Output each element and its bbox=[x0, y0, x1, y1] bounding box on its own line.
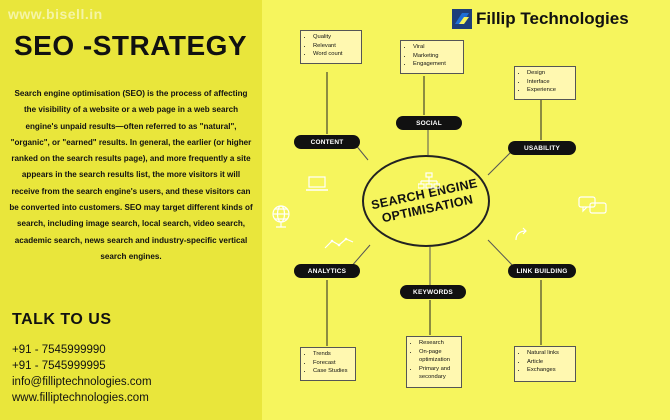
social-pill: SOCIAL bbox=[396, 116, 462, 130]
sitemap-icon bbox=[418, 172, 440, 189]
social-box: Viral Marketing Engagement bbox=[400, 40, 464, 74]
usability-item: Design bbox=[527, 69, 571, 78]
analytics-box: Trends Forecast Case Studies bbox=[300, 347, 356, 381]
usability-item: Experience bbox=[527, 86, 571, 95]
chat-icon bbox=[578, 196, 607, 214]
social-item: Viral bbox=[413, 43, 459, 52]
analytics-item: Case Studies bbox=[313, 367, 351, 376]
talk-heading: TALK TO US bbox=[12, 311, 112, 328]
analytics-pill: ANALYTICS bbox=[294, 264, 360, 278]
analytics-item: Forecast bbox=[313, 359, 351, 368]
keywords-item: On-page optimization bbox=[419, 348, 457, 365]
brand-logo-icon bbox=[452, 9, 472, 29]
content-item: Quality bbox=[313, 33, 357, 42]
globe-icon bbox=[272, 205, 290, 228]
brand-name: Fillip Technologies bbox=[476, 9, 629, 28]
keywords-item: Primary and secondary bbox=[419, 365, 457, 382]
keywords-item: Research bbox=[419, 339, 457, 348]
phone-2[interactable]: +91 - 7545999995 bbox=[12, 360, 106, 372]
content-item: Word count bbox=[313, 50, 357, 59]
email-link[interactable]: info@filliptechnologies.com bbox=[12, 376, 152, 388]
linkbuilding-pill: LINK BUILDING bbox=[508, 264, 576, 278]
linkbuilding-item: Article bbox=[527, 358, 571, 367]
website-link[interactable]: www.filliptechnologies.com bbox=[12, 392, 149, 404]
keywords-pill: KEYWORDS bbox=[400, 285, 466, 299]
share-icon bbox=[515, 227, 527, 241]
page-title: SEO -STRATEGY bbox=[14, 30, 248, 61]
seo-description: Search engine optimisation (SEO) is the … bbox=[9, 89, 253, 261]
linkbuilding-box: Natural links Article Exchanges bbox=[514, 346, 576, 382]
phone-1[interactable]: +91 - 7545999990 bbox=[12, 344, 106, 356]
content-box: Quality Relevant Word count bbox=[300, 30, 362, 64]
trend-icon bbox=[324, 237, 354, 249]
brand: Fillip Technologies bbox=[452, 8, 629, 30]
center-ellipse bbox=[362, 155, 490, 247]
watermark: www.bisell.in bbox=[8, 6, 103, 22]
laptop-icon bbox=[306, 176, 328, 191]
left-panel bbox=[0, 0, 262, 420]
usability-pill: USABILITY bbox=[508, 141, 576, 155]
analytics-item: Trends bbox=[313, 350, 351, 359]
social-item: Marketing bbox=[413, 52, 459, 61]
linkbuilding-item: Natural links bbox=[527, 349, 571, 358]
usability-box: Design Interface Experience bbox=[514, 66, 576, 100]
keywords-box: Research On-page optimization Primary an… bbox=[406, 336, 462, 388]
social-item: Engagement bbox=[413, 60, 459, 69]
content-item: Relevant bbox=[313, 42, 357, 51]
content-pill: CONTENT bbox=[294, 135, 360, 149]
usability-item: Interface bbox=[527, 78, 571, 87]
linkbuilding-item: Exchanges bbox=[527, 366, 571, 375]
